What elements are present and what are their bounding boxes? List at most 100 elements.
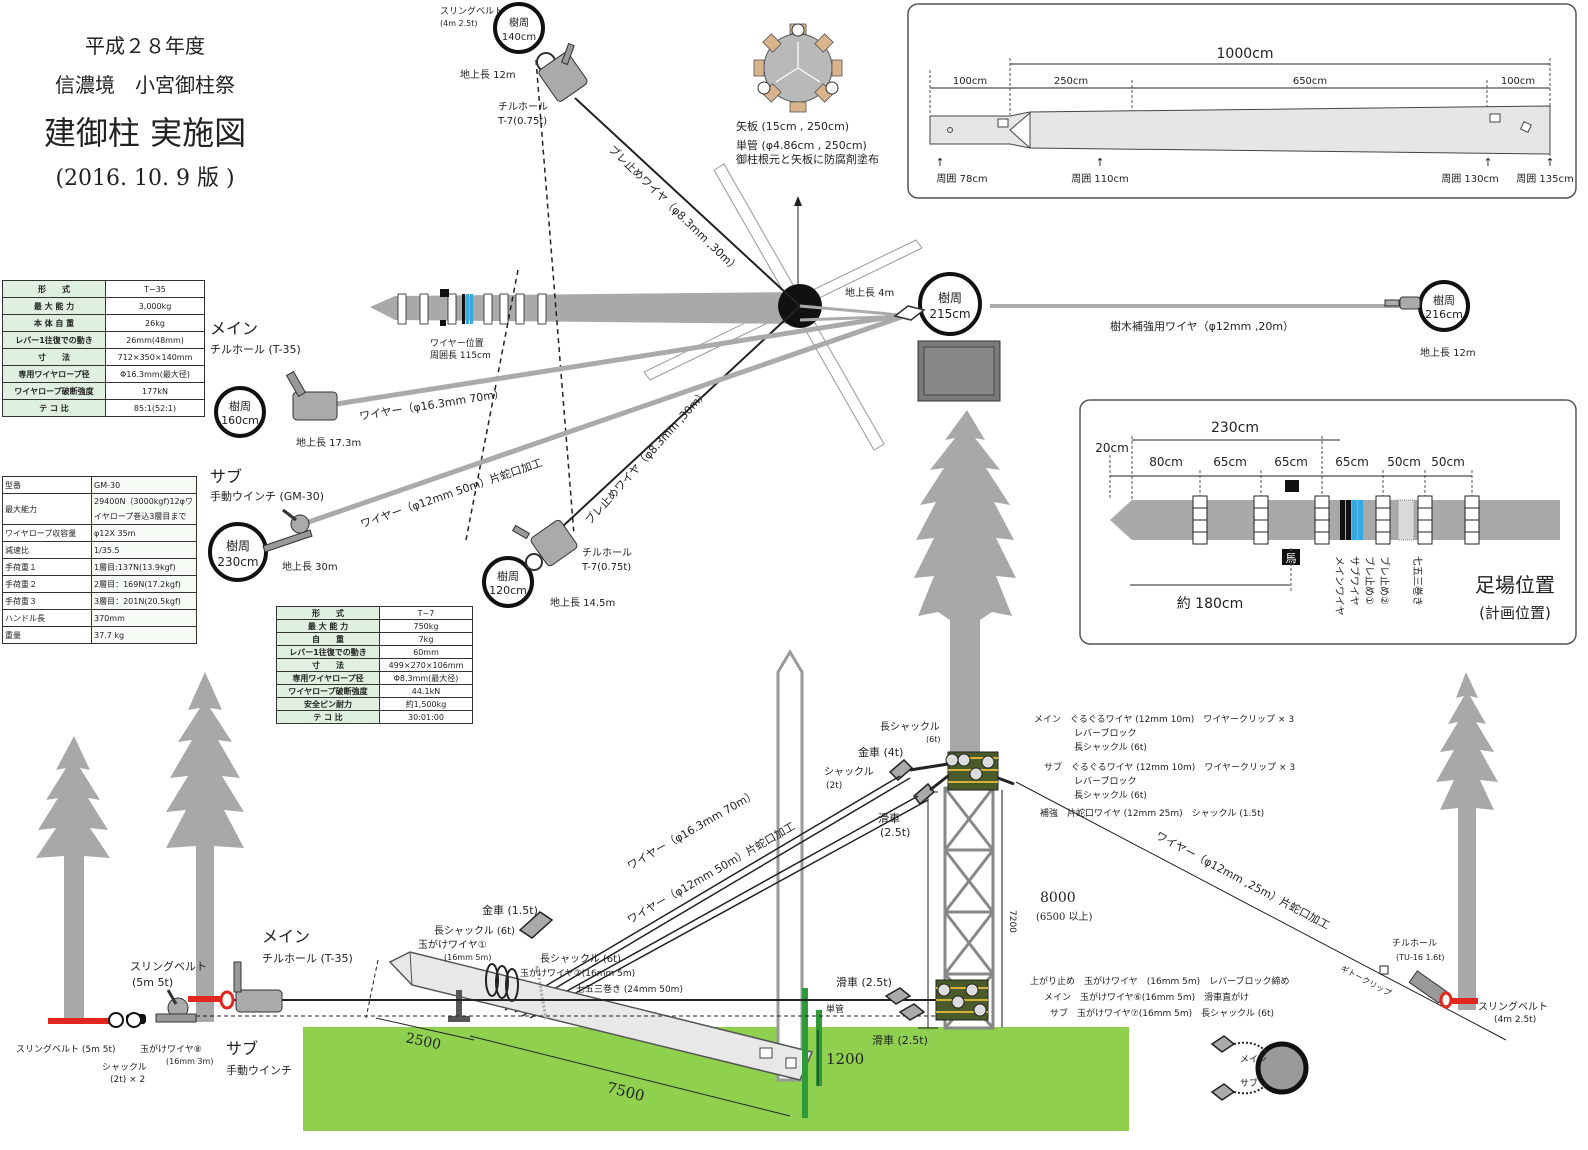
pillar-seg-4: 100cm bbox=[1501, 76, 1535, 87]
pipe-note-2: 御柱根元と矢板に防腐剤塗布 bbox=[736, 152, 879, 166]
plan-main-tirfor: チルホール (T-35) bbox=[210, 343, 301, 356]
svg-text:上がり止め 玉がけワイヤ (16mm 5m) レバーブロック: 上がり止め 玉がけワイヤ (16mm 5m) レバーブロック締め bbox=[1030, 975, 1290, 987]
spec-key: 形 式 bbox=[276, 606, 380, 620]
tama1: 玉がけワイヤ① bbox=[418, 938, 487, 951]
scaffold-vlabel-main: メインワイヤ bbox=[1333, 556, 1344, 616]
tree-left bbox=[214, 386, 266, 438]
scaffold-dim-50a: 50cm bbox=[1387, 455, 1421, 469]
spec-key: ワイヤロープ破断強度 bbox=[2, 382, 106, 400]
scaffold-vlabel-sub: サブワイヤ bbox=[1348, 556, 1361, 606]
svg-text:↑: ↑ bbox=[1095, 156, 1104, 169]
tree-center bbox=[918, 272, 982, 336]
svg-text:レバーブロック: レバーブロック bbox=[1074, 727, 1136, 739]
spec-value: 1/35.5 bbox=[91, 541, 197, 559]
sway-wire-1-label: ブレ止めワイヤ（φ8.3mm ,30m） bbox=[606, 142, 743, 275]
board-note: 矢板 (15cm , 250cm) bbox=[736, 119, 849, 133]
spec-row: 安全ピン耐力約1,500kg bbox=[276, 697, 473, 711]
elev-main-label: メイン bbox=[262, 927, 310, 946]
pulley-bottom: 滑車 (2.5t) bbox=[872, 1033, 928, 1047]
spec-key: 専用ワイヤロープ径 bbox=[276, 671, 380, 685]
dim-2500: 2500 bbox=[404, 1030, 442, 1053]
tirfor-main-elev bbox=[235, 989, 283, 1013]
pillar-body bbox=[929, 105, 1551, 155]
pillar-profile-panel: 1000cm 100cm 250cm 650cm 100cm ↑ ↑ ↑ ↑ 周… bbox=[907, 3, 1577, 199]
spec-value: 712×350×140mm bbox=[105, 348, 205, 366]
tree-center-elev bbox=[914, 410, 1016, 770]
spec-value: 3層目：201N(20.5kgf) bbox=[91, 592, 197, 610]
spec-key: 型番 bbox=[2, 476, 92, 494]
pulley-top-spec: (2.5t) bbox=[880, 826, 910, 839]
spec-value: 370mm bbox=[91, 609, 197, 627]
pillar-girth-2: 周囲 110cm bbox=[1071, 173, 1129, 185]
elev-sub-label: サブ bbox=[226, 1039, 258, 1058]
reinforce-wire-label: 樹木補強用ワイヤ（φ12mm ,20m） bbox=[1110, 320, 1294, 333]
spec-key: レバー1往復での動き bbox=[2, 331, 106, 349]
spec-key: 形 式 bbox=[2, 280, 106, 298]
elev-main-tirfor: チルホール (T-35) bbox=[262, 952, 353, 965]
spec-key: 手荷重３ bbox=[2, 592, 92, 610]
spec-value: 2層目：169N(17.2kgf) bbox=[91, 575, 197, 593]
tree-center-girth: 215cm bbox=[929, 307, 970, 321]
sway-wire-top bbox=[574, 97, 801, 307]
spec-value: 30:01:00 bbox=[379, 710, 473, 724]
pillar-girth-1: 周囲 78cm bbox=[936, 173, 987, 185]
scaffold-vlabel-sway1: ブレ止め① bbox=[1363, 556, 1376, 605]
sub-wire-plan bbox=[299, 311, 911, 528]
svg-text:↑: ↑ bbox=[1545, 156, 1554, 169]
spec-value: φ12X 35m bbox=[91, 524, 197, 542]
spec-value: Φ16.3mm(最大径) bbox=[105, 365, 205, 383]
elev-sub-winch: 手動ウインチ bbox=[226, 1063, 292, 1077]
pipe-note-1: 単管 (φ4.86cm , 250cm) bbox=[736, 138, 867, 152]
spec-value: GM-30 bbox=[91, 476, 197, 494]
spec-value: 約1,500kg bbox=[379, 697, 473, 711]
height-bottom: 地上長 14.5m bbox=[550, 596, 615, 609]
spec-value: 44.1kN bbox=[379, 684, 473, 698]
dim-7200: 7200 bbox=[1007, 910, 1017, 933]
svg-text:↑: ↑ bbox=[1483, 156, 1492, 169]
pillar-notch bbox=[1009, 111, 1031, 150]
svg-text:レバーブロック: レバーブロック bbox=[1074, 775, 1136, 787]
long-shackle-6t-b: 長シャックル (6t) bbox=[540, 953, 621, 965]
spec-value: 26mm(48mm) bbox=[105, 331, 205, 349]
pulley-top: 滑車 bbox=[878, 811, 900, 825]
tree-bottom-label: 樹周 bbox=[497, 570, 519, 583]
scaffold-total: 230cm bbox=[1211, 420, 1259, 436]
svg-text:長シャックル (6t): 長シャックル (6t) bbox=[1074, 742, 1147, 753]
pipe-label: 単管 bbox=[826, 1003, 844, 1015]
pillar-length-label: 1000cm bbox=[1217, 46, 1274, 62]
scaffold-dim-80: 80cm bbox=[1149, 455, 1183, 469]
spec-key: 本 体 自 重 bbox=[2, 314, 106, 332]
spec-key: ハンドル長 bbox=[2, 609, 92, 627]
tree-right-girth: 216cm bbox=[1425, 308, 1463, 321]
spec-value: 177kN bbox=[105, 382, 205, 400]
tama8: 玉がけワイヤ⑧ bbox=[140, 1043, 202, 1055]
scaffold-dim-65b: 65cm bbox=[1274, 455, 1308, 469]
scaffold-title: 足場位置 bbox=[1475, 573, 1555, 597]
spec-key: 自 重 bbox=[276, 632, 380, 646]
plan-ladders bbox=[397, 293, 547, 325]
sling-left: スリングベルト bbox=[130, 959, 207, 973]
tree-sub-label: 樹周 bbox=[226, 539, 250, 553]
green-post bbox=[802, 988, 808, 1118]
board-hatching bbox=[643, 163, 923, 451]
svg-text:サブ ぐるぐるワイヤ (12mm 10m) ワイヤークリップ: サブ ぐるぐるワイヤ (12mm 10m) ワイヤークリップ × 3 bbox=[1044, 761, 1295, 773]
pillar-seg-1: 100cm bbox=[953, 76, 987, 87]
main-wire-plan bbox=[329, 311, 911, 408]
spec-key: 最大能力 bbox=[2, 493, 92, 525]
spec-key: 手荷重１ bbox=[2, 558, 92, 576]
svg-text:メイン 玉がけワイヤ⑥(16mm 5m) 滑車直がけ: メイン 玉がけワイヤ⑥(16mm 5m) 滑車直がけ bbox=[1044, 991, 1249, 1003]
notes-bottom: 上がり止め 玉がけワイヤ (16mm 5m) レバーブロック締め メイン 玉がけ… bbox=[1030, 975, 1290, 1019]
tree-top bbox=[493, 2, 545, 54]
spec-key: テ コ 比 bbox=[276, 710, 380, 724]
